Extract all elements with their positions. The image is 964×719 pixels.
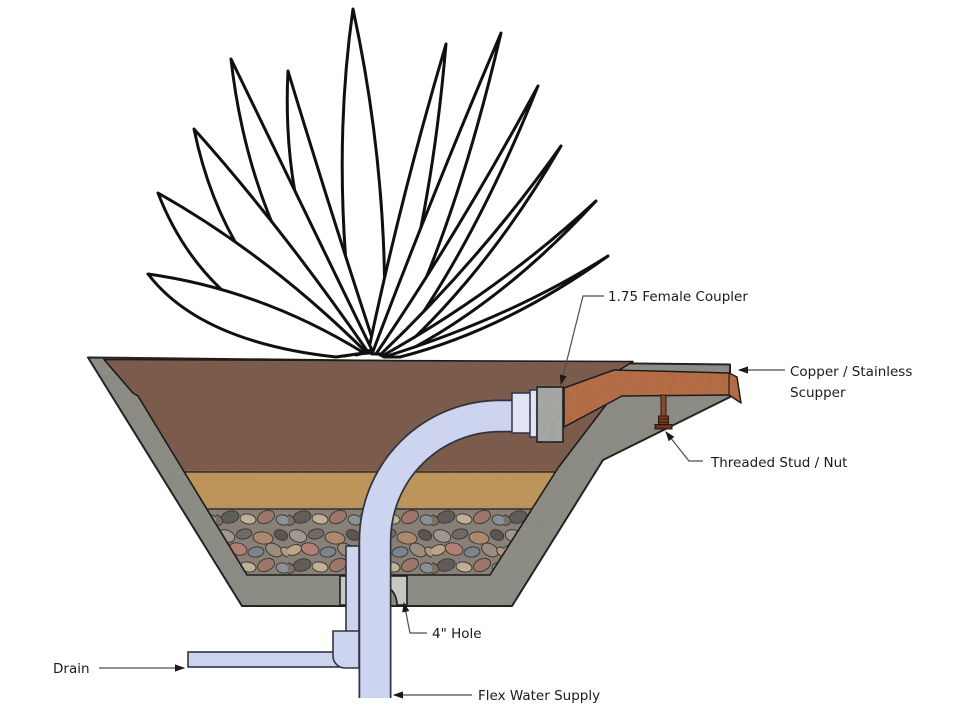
label-drain: Drain: [53, 661, 90, 677]
hole-leader-arrow: [402, 601, 427, 634]
agave-leaf: [146, 272, 366, 359]
label-scupper-line2: Scupper: [790, 385, 846, 401]
label-supply: Flex Water Supply: [478, 688, 600, 704]
drain-elbow-fitting: [332, 630, 360, 669]
stud-shaft: [660, 394, 667, 419]
labels: 1.75 Female Coupler Copper / Stainless S…: [53, 289, 912, 704]
drain-pipe: [187, 545, 360, 669]
label-coupler: 1.75 Female Coupler: [608, 289, 748, 305]
coupler-assembly: [511, 386, 564, 443]
agave-leaf: [378, 144, 563, 357]
threaded-stud-nut: [654, 394, 673, 430]
supply-pipe: [360, 401, 517, 698]
agave-leaf: [374, 84, 540, 356]
coupler-texture: [537, 387, 563, 442]
leader-lines: [99, 295, 785, 699]
label-stud: Threaded Stud / Nut: [710, 455, 847, 471]
agave-leaf: [382, 254, 610, 359]
stud-leader-arrow: [665, 431, 703, 462]
label-scupper-line1: Copper / Stainless: [790, 364, 912, 380]
label-hole: 4" Hole: [432, 626, 482, 642]
stud-nut: [654, 424, 673, 430]
coupler-leader-arrow: [559, 295, 604, 386]
agave-leaf: [380, 199, 598, 358]
gravel-shading: [104, 509, 633, 575]
drain-standpipe: [345, 545, 360, 641]
flex-water-supply-pipe: [358, 399, 517, 698]
agave-plant: [146, 7, 610, 359]
fill-outline: [103, 358, 634, 576]
scupper-outline: [563, 369, 742, 428]
stud-threads: [658, 415, 669, 425]
drain-horizontal-pipe: [187, 651, 347, 668]
agave-leaf: [340, 7, 387, 356]
